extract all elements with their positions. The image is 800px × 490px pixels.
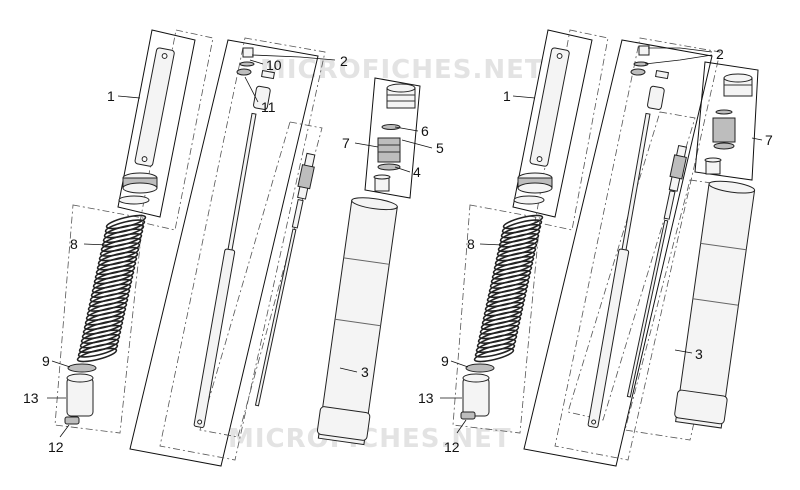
spring-coil [76,347,118,363]
right-callout-1: 1 [503,88,511,104]
left-top-cap [386,83,416,109]
left-ring [67,363,97,373]
left-damper-rod [193,70,276,428]
right-callout-7: 7 [765,132,773,148]
right-valve-cap [704,157,722,175]
watermark-bottom: MICROFICHES.NET [228,424,512,454]
right-damper-rod [587,70,670,428]
left-washer [64,416,80,425]
left-frame-top [364,77,421,199]
spring-coil [473,347,515,363]
right-callout-12: 12 [444,439,460,455]
right-callout-3: 3 [695,346,703,362]
left-bushing [66,373,94,417]
right-callout-2: 2 [716,46,724,62]
left-callout-2: 2 [340,53,348,69]
right-nut [630,45,650,76]
right-dash-damper [567,111,696,421]
left-cap-tube [134,47,175,167]
left-callout-6: 6 [421,123,429,139]
left-cartridge [254,152,316,407]
right-cap-bushings [513,172,553,205]
left-callout-9: 9 [42,353,50,369]
right-valve [712,109,736,150]
right-cap-tube [529,47,570,167]
left-outer-tube [316,197,398,446]
right-spring [473,214,544,363]
left-frame-cap [117,29,196,218]
right-dash-tube [624,179,749,441]
left-callout-12: 12 [48,439,64,455]
left-callout-10: 10 [266,57,282,73]
left-valve [377,137,401,163]
left-spring [76,214,147,363]
left-cap-bushings [118,172,158,205]
spring-coil [77,343,119,358]
right-dash-spring [452,204,541,434]
right-top-cap [723,73,753,97]
left-callout-5: 5 [436,140,444,156]
left-dash-rod [159,37,326,461]
right-bushing [462,373,490,417]
watermark-top: MICROFICHES.NET [260,55,544,85]
left-callout-8: 8 [70,236,78,252]
left-callout-7: 7 [342,135,350,151]
right-frame-top [694,61,759,181]
left-seal [377,163,401,171]
left-frame-rod [129,39,319,467]
right-frame-rod [523,39,713,467]
right-frame-cap [512,29,593,218]
left-callout-1: 1 [107,88,115,104]
right-fork-view: 1 2 3 7 8 9 12 13 [418,29,773,467]
right-ring [465,363,495,373]
left-dash-spring [54,204,144,434]
right-dash-rod [554,37,721,461]
left-dash-damper [199,121,323,438]
left-nut [236,47,255,76]
right-cartridge [626,144,688,398]
right-outer-tube [674,180,756,429]
left-callout-3: 3 [361,364,369,380]
right-callout-9: 9 [441,353,449,369]
left-valve-cap [373,174,391,192]
left-oring [381,124,401,130]
spring-coil [474,343,516,358]
right-washer [460,411,476,420]
right-dash-cap [534,29,609,231]
right-callout-13: 13 [418,390,434,406]
left-fork-view: 1 2 3 4 5 6 7 8 9 10 11 12 13 [23,29,444,467]
right-callout-8: 8 [467,236,475,252]
left-callout-13: 13 [23,390,39,406]
left-callout-4: 4 [413,164,421,180]
left-callout-11: 11 [261,99,276,115]
